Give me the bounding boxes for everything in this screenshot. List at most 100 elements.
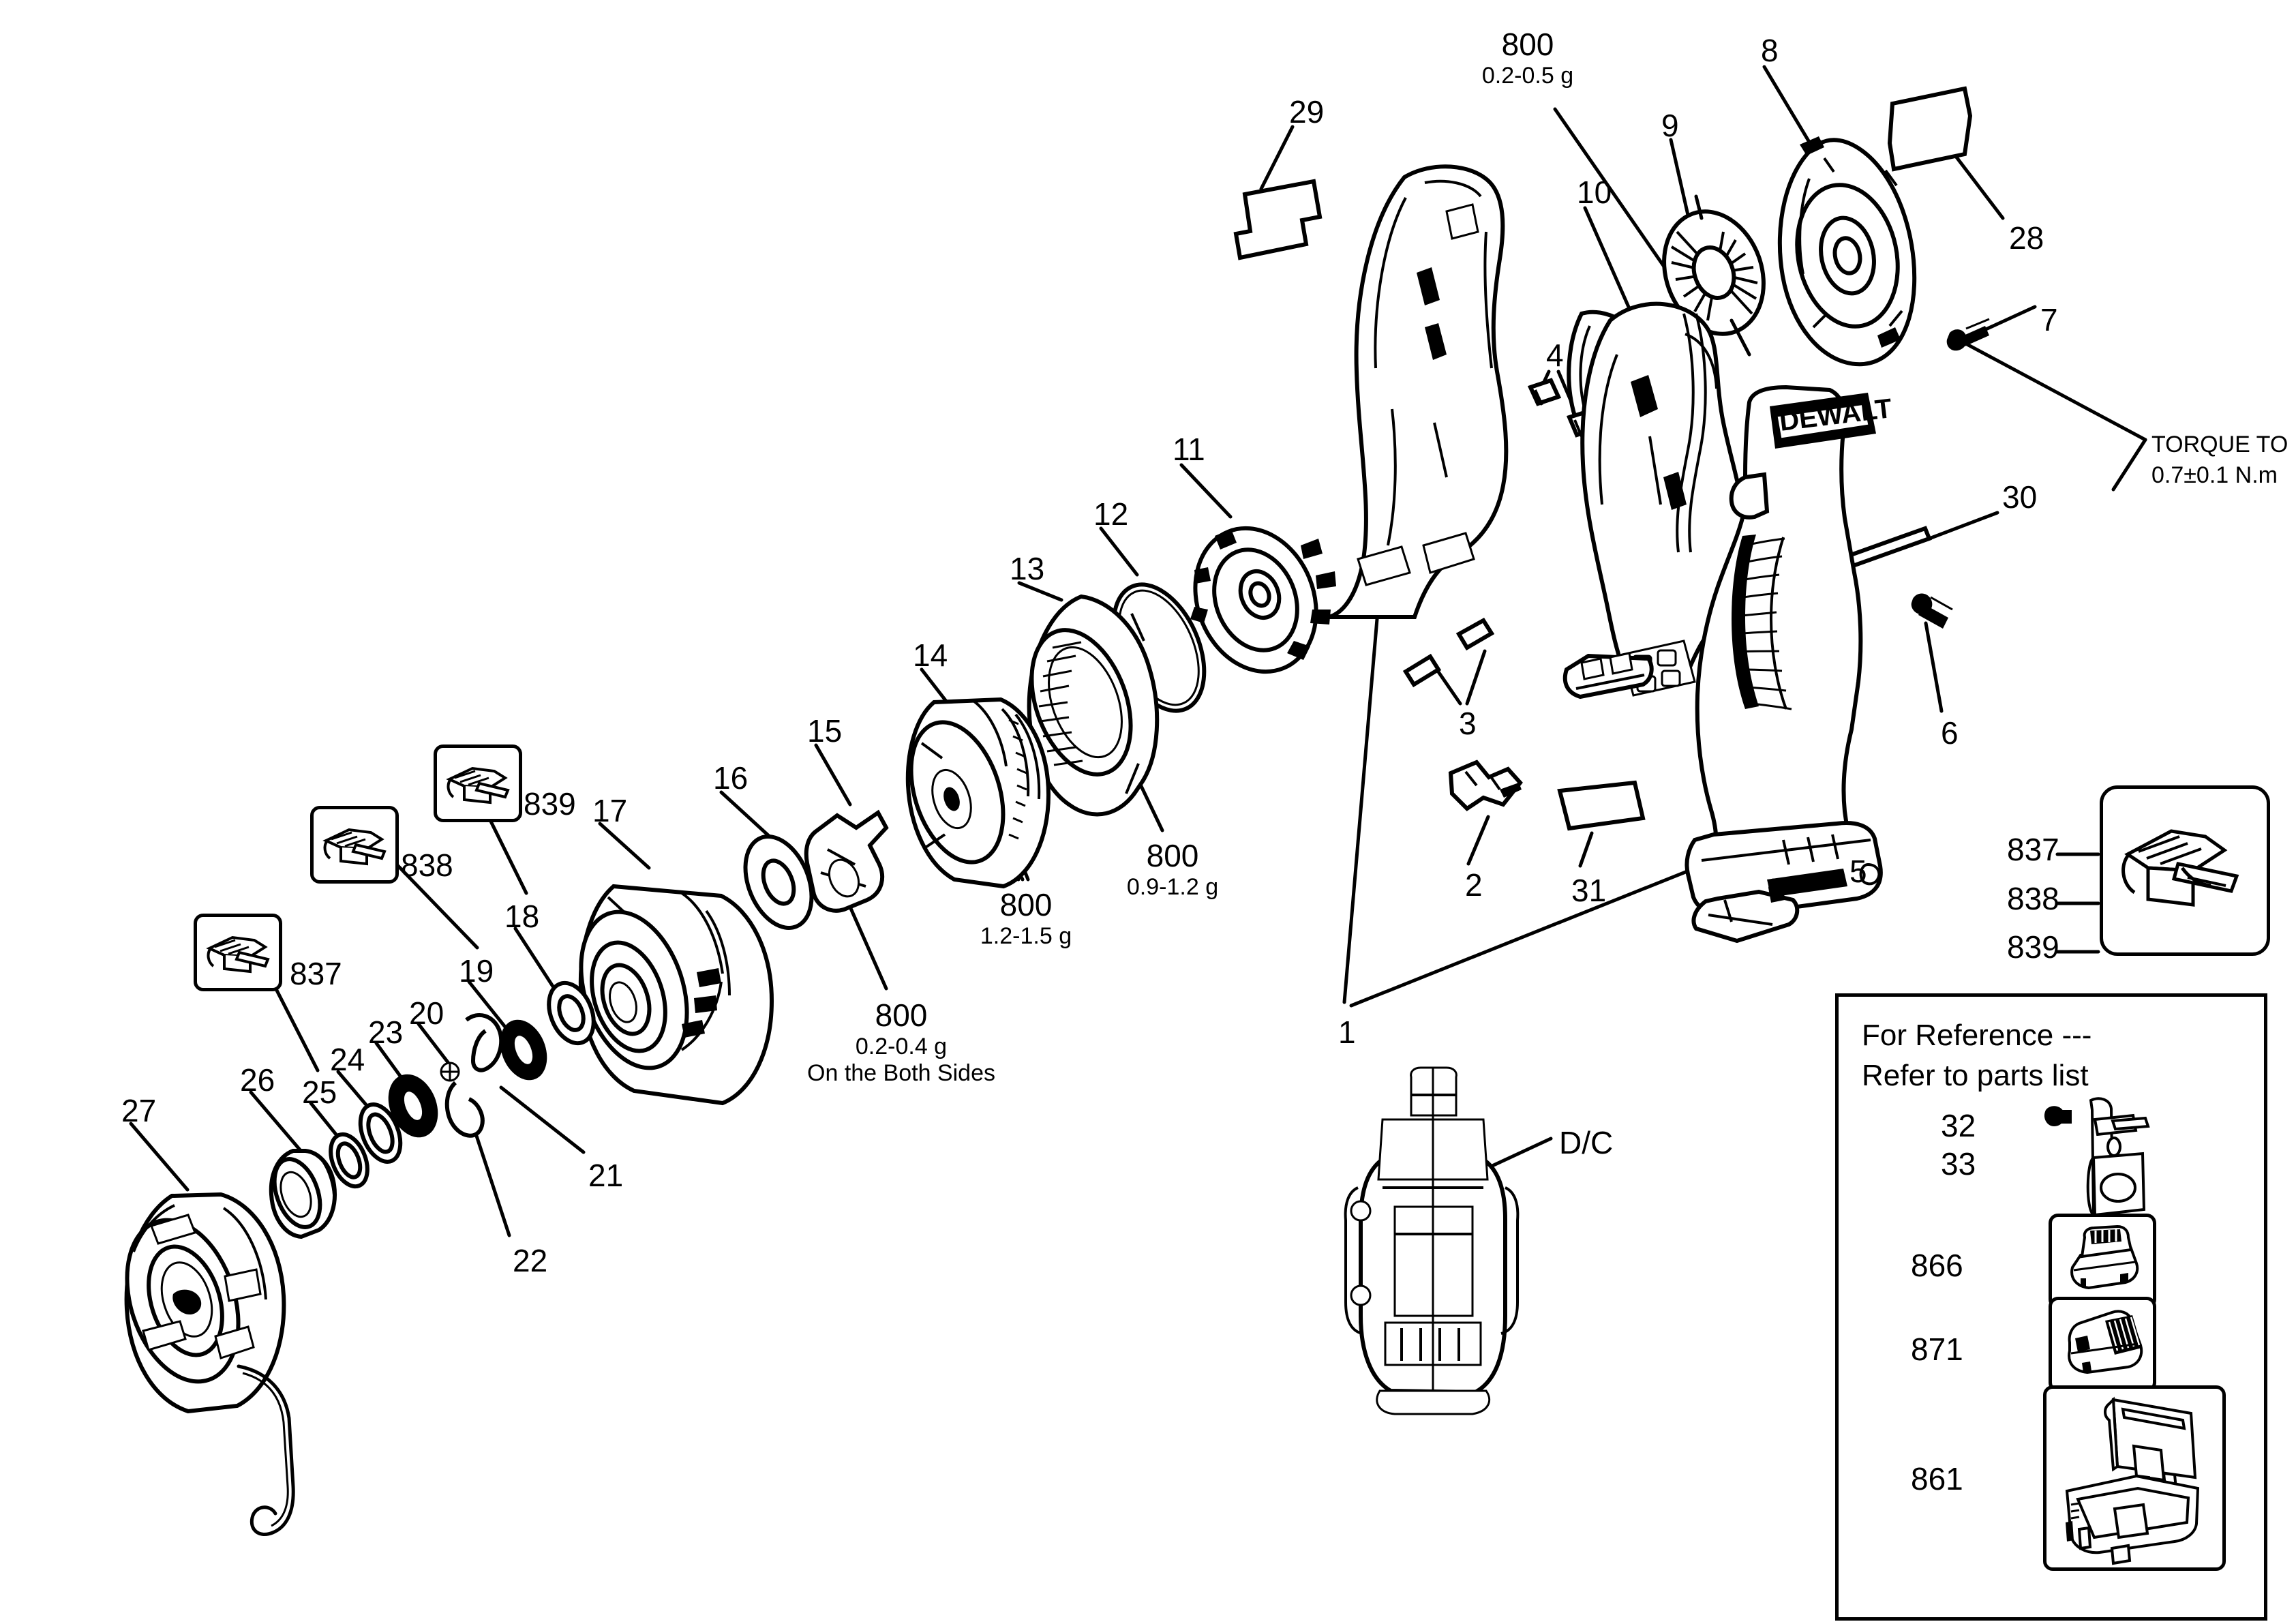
grease-note-amount: 0.9-1.2 g — [1126, 874, 1219, 900]
part-3-pins — [1402, 618, 1495, 688]
legend-num-837: 837 — [2007, 832, 2059, 867]
part-29-label-plate — [1233, 179, 1323, 260]
callout-16: 16 — [713, 760, 749, 796]
reference-num-871: 871 — [1911, 1332, 1963, 1367]
part-25-ring — [329, 1132, 369, 1189]
grease-note-number: 800 — [1146, 838, 1199, 873]
tool-case-box — [2043, 1385, 2226, 1571]
callout-22: 22 — [513, 1243, 548, 1278]
callout-13: 13 — [1010, 551, 1045, 586]
part-15-shift-yoke — [804, 809, 889, 913]
grease-note-extra: On the Both Sides — [807, 1060, 995, 1086]
callout-12: 12 — [1093, 496, 1129, 532]
callout-10: 10 — [1577, 175, 1612, 210]
callout-3: 3 — [1459, 706, 1477, 741]
reference-num-33: 33 — [1941, 1146, 1976, 1182]
part-18-washer — [547, 980, 596, 1046]
part-6-screw — [1911, 593, 1953, 629]
torque-note-line2: 0.7±0.1 N.m — [2151, 462, 2278, 488]
callout-26: 26 — [240, 1062, 275, 1098]
callout-7: 7 — [2040, 302, 2058, 337]
callout-31: 31 — [1571, 873, 1607, 908]
legend-num-838: 838 — [2007, 881, 2059, 916]
dc-label: D/C — [1559, 1125, 1614, 1160]
part-2-terminal-block — [1448, 760, 1523, 811]
grease-note-number: 800 — [875, 997, 928, 1033]
part-14-planet-carrier — [905, 697, 1051, 889]
part-20-steel-ball — [440, 1062, 460, 1082]
torque-note-line1: TORQUE TO — [2151, 432, 2289, 457]
callout-28: 28 — [2009, 220, 2044, 256]
callout-29: 29 — [1289, 94, 1325, 130]
belt-hook-art — [2044, 1097, 2150, 1218]
battery-charger-icon — [2068, 1310, 2143, 1374]
callout-20: 20 — [409, 995, 444, 1031]
part-1-housing-left — [1328, 164, 1509, 619]
grease-note-number: 800 — [999, 887, 1053, 922]
part-30-strip — [1846, 526, 1932, 569]
inset-box-838 — [310, 806, 399, 884]
reference-box-title-line2: Refer to parts list — [1862, 1058, 2089, 1092]
callout-11: 11 — [1173, 432, 1205, 467]
grease-note-3: 800 1.2-1.5 g — [980, 886, 1072, 950]
part-8-motor-housing — [1777, 136, 1917, 367]
clutch-spring-icon — [446, 766, 510, 805]
part-28-nameplate — [1887, 86, 1973, 172]
callout-4: 4 — [1546, 337, 1564, 373]
callout-9: 9 — [1661, 108, 1679, 143]
callout-23: 23 — [368, 1014, 404, 1050]
reference-box-title: For Reference --- Refer to parts list — [1862, 1016, 2091, 1096]
part-19-thrust-washer — [500, 1019, 547, 1081]
clutch-spring-icon — [322, 828, 387, 866]
reference-box: For Reference --- Refer to parts list 32… — [1835, 993, 2267, 1621]
part-23-washer — [388, 1074, 438, 1138]
part-31-pad — [1557, 780, 1646, 831]
main-tool-body: DEWALT — [1685, 385, 1894, 918]
callout-18: 18 — [504, 899, 540, 934]
legend-num-839: 839 — [2007, 929, 2059, 965]
callout-24: 24 — [330, 1042, 365, 1077]
callout-30: 30 — [2002, 479, 2038, 515]
inset-box-837 — [194, 914, 282, 991]
callout-15: 15 — [807, 713, 843, 749]
part-1-housing-right — [1562, 301, 1749, 700]
inset-label-839: 839 — [524, 786, 576, 822]
callout-19: 19 — [459, 953, 494, 989]
part-17-gear-case — [578, 884, 774, 1106]
tool-case-icon — [2065, 1396, 2200, 1565]
grip-ribs — [1732, 535, 1792, 710]
part-9-armature — [1662, 194, 1766, 357]
grease-note-number: 800 — [1501, 27, 1554, 62]
grease-note-amount: 0.2-0.4 g — [855, 1034, 948, 1059]
battery-compact-box — [2049, 1214, 2156, 1309]
callout-5: 5 — [1849, 854, 1867, 889]
clutch-spring-icon — [206, 935, 270, 974]
grease-note-amount: 1.2-1.5 g — [980, 923, 1072, 949]
part-7-screw — [1946, 318, 1990, 351]
part-27-chuck-assembly — [124, 1192, 295, 1536]
inset-label-838: 838 — [401, 847, 453, 883]
part-16-washer — [743, 834, 814, 930]
inset-label-837: 837 — [290, 956, 342, 991]
callout-8: 8 — [1761, 33, 1779, 68]
callout-14: 14 — [913, 637, 948, 673]
inset-box-839 — [434, 745, 522, 822]
battery-compact-icon — [2070, 1224, 2139, 1290]
part-21-c-clip — [465, 1012, 504, 1072]
grease-note-1: 800 0.2-0.5 g — [1482, 26, 1573, 89]
callout-27: 27 — [121, 1093, 157, 1128]
part-22-c-clip — [444, 1081, 485, 1138]
callout-25: 25 — [302, 1074, 337, 1110]
callout-21: 21 — [588, 1158, 624, 1193]
reference-box-title-line1: For Reference --- — [1862, 1019, 2092, 1052]
battery-charger-box — [2049, 1297, 2156, 1392]
grease-note-2: 800 0.9-1.2 g — [1127, 837, 1218, 901]
clutch-spring-assembly-icon — [2121, 829, 2239, 907]
reference-num-866: 866 — [1911, 1248, 1963, 1283]
callout-6: 6 — [1941, 715, 1959, 751]
callout-2: 2 — [1465, 867, 1483, 903]
dc-front-view — [1344, 1066, 1520, 1415]
grease-note-4: 800 0.2-0.4 g On the Both Sides — [807, 997, 995, 1087]
part-13-ring-gear — [1027, 594, 1160, 817]
